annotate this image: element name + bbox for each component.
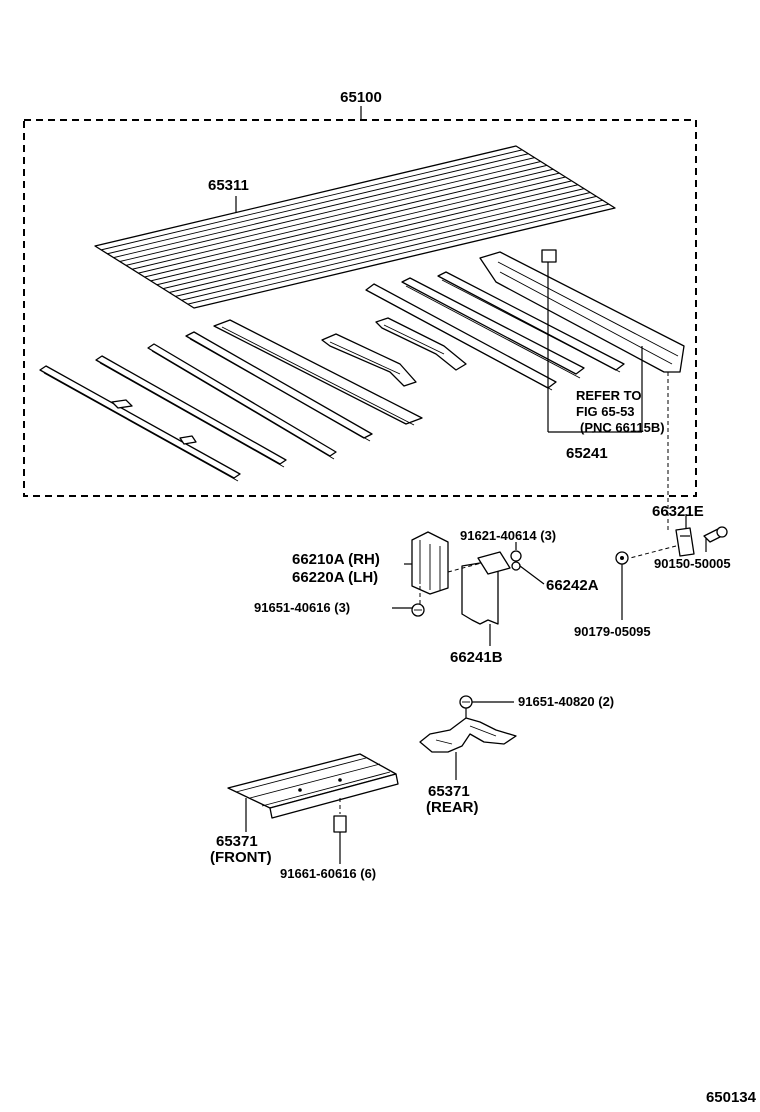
figure-number: 650134 <box>706 1089 757 1106</box>
refer-leader <box>547 262 643 433</box>
label-66210A: 66210A (RH) <box>292 551 380 568</box>
label-65311: 65311 <box>208 177 249 194</box>
hinge-bracket-66321E <box>615 372 728 620</box>
label-91651-40616: 91651-40616 (3) <box>254 600 350 615</box>
label-90150-50005: 90150-50005 <box>654 556 731 571</box>
label-65241: 65241 <box>566 445 608 462</box>
sill-rails-65241 <box>365 249 685 391</box>
label-refer-line3: (PNC 66115B) <box>580 420 665 435</box>
label-91661-60616: 91661-60616 (6) <box>280 866 376 881</box>
label-65371-rear: 65371 <box>428 783 470 800</box>
label-90179-05095: 90179-05095 <box>574 624 651 639</box>
assembly-boundary <box>23 106 697 497</box>
label-rear: (REAR) <box>426 799 479 816</box>
label-refer-line1: REFER TO <box>576 388 642 403</box>
label-66321E: 66321E <box>652 503 704 520</box>
cross-member-rear-65371 <box>419 695 517 780</box>
label-front: (FRONT) <box>210 849 272 866</box>
label-66242A: 66242A <box>546 577 599 594</box>
cross-sills-left <box>39 319 423 482</box>
label-refer-line2: FIG 65-53 <box>576 404 635 419</box>
floor-panel-65311 <box>94 145 616 309</box>
middle-brackets <box>321 317 467 387</box>
label-65100: 65100 <box>340 89 382 106</box>
label-91621-40614: 91621-40614 (3) <box>460 528 556 543</box>
stake-bracket-group <box>392 531 545 646</box>
label-66241B: 66241B <box>450 649 503 666</box>
cross-member-front-65371 <box>227 753 399 864</box>
label-65371-front: 65371 <box>216 833 258 850</box>
label-66220A: 66220A (LH) <box>292 569 378 586</box>
label-91651-40820: 91651-40820 (2) <box>518 694 614 709</box>
